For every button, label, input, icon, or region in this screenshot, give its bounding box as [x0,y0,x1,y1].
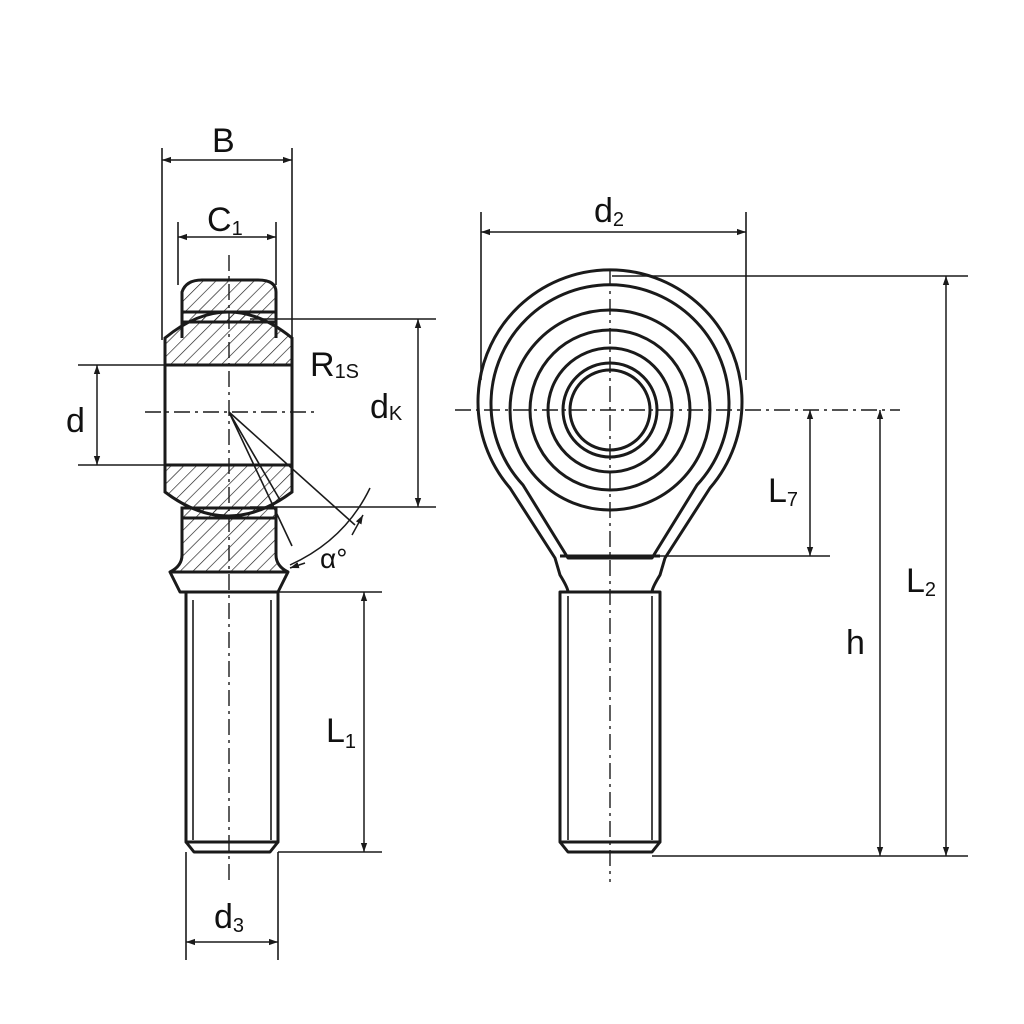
shank-chamfer [184,841,280,854]
alpha-arc [289,487,371,566]
label-d2: d2 [594,192,624,231]
label-L2: L2 [906,562,936,601]
alpha-line-1 [228,411,293,547]
alpha-arrow-2 [289,562,306,569]
alpha-arrow-1 [351,514,364,536]
section-view: B C1 d dK R1S α° L1 d3 [66,122,436,960]
label-h: h [846,624,865,662]
label-B: B [212,122,235,160]
label-d3: d3 [214,898,244,937]
alpha-line-3 [228,411,281,501]
front-view: d2 L7 h L2 [455,192,968,882]
label-alpha: α° [320,543,347,574]
threaded-shank [184,590,280,844]
label-d: d [66,402,85,440]
label-dK: dK [370,388,403,426]
alpha-line-2 [228,411,356,526]
label-L7: L7 [768,472,798,511]
label-C1: C1 [207,201,243,240]
housing-inner-outline [489,283,731,560]
label-L1: L1 [326,712,356,753]
label-R1S: R1S [310,346,359,384]
